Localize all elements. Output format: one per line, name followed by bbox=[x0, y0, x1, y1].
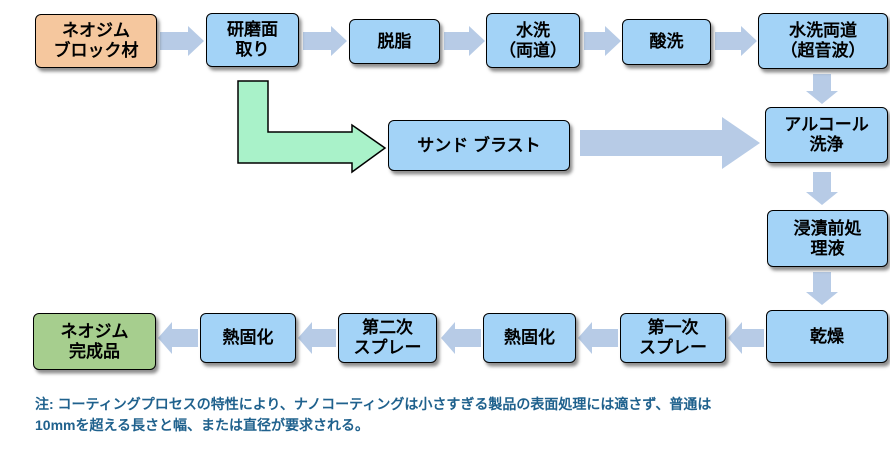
box-label: アルコール bbox=[784, 115, 869, 135]
box-label: 第一次 bbox=[647, 318, 699, 338]
down-arrow-icon bbox=[806, 74, 838, 104]
left-arrow-icon bbox=[728, 322, 764, 354]
box-label: 洗浄 bbox=[809, 135, 844, 154]
box-label: （両道） bbox=[499, 40, 567, 60]
down-arrow-icon bbox=[806, 272, 838, 305]
box-label: 熱固化 bbox=[504, 328, 555, 348]
box-label: 熱固化 bbox=[222, 328, 274, 348]
box-label: 理液 bbox=[810, 238, 845, 258]
box-label: ネオジム bbox=[60, 321, 129, 341]
box-sandblast: サンド ブラスト bbox=[388, 120, 570, 171]
box-label: ネオジム bbox=[62, 21, 130, 41]
box-label: 研磨面 bbox=[227, 20, 278, 40]
footnote-line-1: 注: コーティングプロセスの特性により、ナノコーティングは小さすぎる製品の表面処… bbox=[35, 396, 712, 412]
box-label: ブロック材 bbox=[53, 41, 139, 60]
box-water-wash: 水洗 （両道） bbox=[486, 13, 580, 68]
box-label: 浸漬前処 bbox=[793, 218, 862, 238]
box-label: 水洗両道 bbox=[789, 21, 857, 41]
box-acid-wash: 酸洗 bbox=[622, 19, 711, 65]
box-label: 水洗 bbox=[516, 20, 550, 40]
box-label: 第二次 bbox=[362, 318, 413, 338]
box-label: 乾燥 bbox=[810, 326, 844, 346]
down-arrow-icon bbox=[806, 172, 838, 205]
box-label: サンド ブラスト bbox=[417, 135, 541, 155]
box-label: 取り bbox=[235, 40, 270, 59]
box-label: 脱脂 bbox=[377, 31, 412, 51]
left-arrow-icon bbox=[578, 322, 618, 354]
right-arrow-icon bbox=[444, 26, 485, 56]
long-right-arrow-icon bbox=[580, 117, 760, 169]
footnote: 注: コーティングプロセスの特性により、ナノコーティングは小さすぎる製品の表面処… bbox=[35, 394, 867, 436]
box-alcohol-cleaning: アルコール 洗浄 bbox=[765, 107, 888, 163]
box-label: スプレー bbox=[639, 338, 707, 357]
bent-branch-arrow-icon bbox=[237, 80, 387, 174]
box-label: （超音波） bbox=[780, 41, 866, 60]
box-neodymium-finished-product: ネオジム 完成品 bbox=[33, 313, 156, 370]
right-arrow-icon bbox=[303, 26, 347, 56]
box-first-spray: 第一次 スプレー bbox=[620, 313, 726, 363]
box-label: 酸洗 bbox=[649, 32, 684, 52]
box-neodymium-block-material: ネオジム ブロック材 bbox=[35, 14, 157, 68]
box-pre-immersion-treatment: 浸漬前処 理液 bbox=[767, 210, 888, 267]
footnote-line-2: 10mmを超える長さと幅、または直径が要求される。 bbox=[35, 417, 370, 433]
box-heat-cure-second: 熱固化 bbox=[200, 313, 296, 363]
box-second-spray: 第二次 スプレー bbox=[338, 313, 437, 363]
box-label: スプレー bbox=[353, 338, 422, 357]
box-label: 完成品 bbox=[69, 341, 120, 361]
right-arrow-icon bbox=[715, 26, 757, 56]
left-arrow-icon bbox=[158, 322, 198, 354]
box-drying: 乾燥 bbox=[766, 310, 888, 363]
left-arrow-icon bbox=[298, 322, 336, 354]
box-heat-cure-first: 熱固化 bbox=[483, 313, 576, 363]
box-water-wash-ultrasonic: 水洗両道 （超音波） bbox=[758, 13, 888, 69]
right-arrow-icon bbox=[160, 26, 204, 56]
box-grinding-chamfering: 研磨面 取り bbox=[206, 13, 299, 67]
right-arrow-icon bbox=[584, 26, 621, 56]
left-arrow-icon bbox=[441, 322, 481, 354]
box-degreasing: 脱脂 bbox=[349, 19, 440, 64]
